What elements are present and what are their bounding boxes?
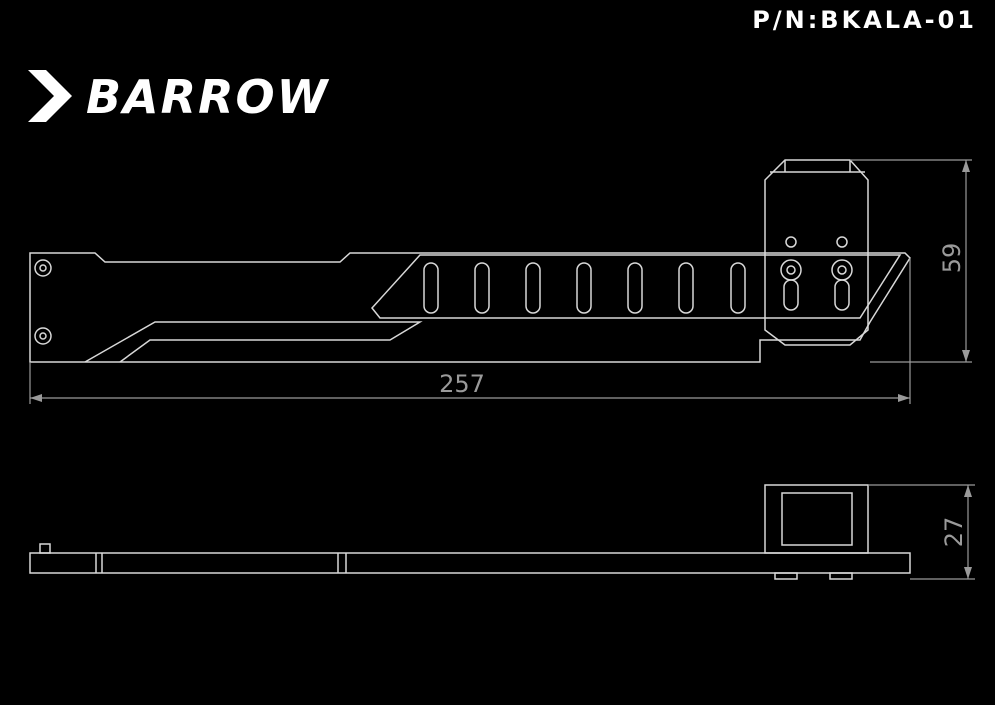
side-tab (39, 543, 51, 554)
slotted-plate (371, 254, 902, 319)
slot (576, 262, 592, 314)
side-bracket-body (29, 552, 911, 574)
end-screw (39, 264, 47, 272)
end-screw (39, 332, 47, 340)
slot (525, 262, 541, 314)
screw-head (831, 259, 853, 281)
slot (730, 262, 746, 314)
side-mount-window (781, 492, 853, 546)
side-foot (829, 572, 853, 580)
screw-head (786, 265, 796, 275)
side-mount-block (764, 484, 869, 554)
screw-hole (785, 236, 797, 248)
end-screw (34, 327, 52, 345)
side-foot (774, 572, 798, 580)
slot (423, 262, 439, 314)
thickness-label: 27 (940, 517, 968, 548)
end-screw (34, 259, 52, 277)
bracket-inner-rail (84, 321, 423, 363)
length-label: 257 (439, 370, 485, 398)
top-view (29, 159, 911, 363)
slot (678, 262, 694, 314)
slot (783, 279, 799, 311)
brand-name: BARROW (86, 70, 330, 124)
height-dimension (850, 159, 972, 363)
slot (474, 262, 490, 314)
part-number: P/N:BKALA-01 (752, 6, 977, 34)
bracket-top-outline (29, 252, 911, 363)
screw-hole (836, 236, 848, 248)
side-view (29, 484, 911, 580)
slot (627, 262, 643, 314)
thickness-dimension (868, 484, 975, 580)
slot (834, 279, 850, 311)
screw-head (780, 259, 802, 281)
screw-head (837, 265, 847, 275)
height-label: 59 (938, 243, 966, 274)
length-dimension (29, 258, 911, 404)
barrow-chevron-logo-icon (28, 70, 72, 122)
mount-block (764, 159, 869, 346)
